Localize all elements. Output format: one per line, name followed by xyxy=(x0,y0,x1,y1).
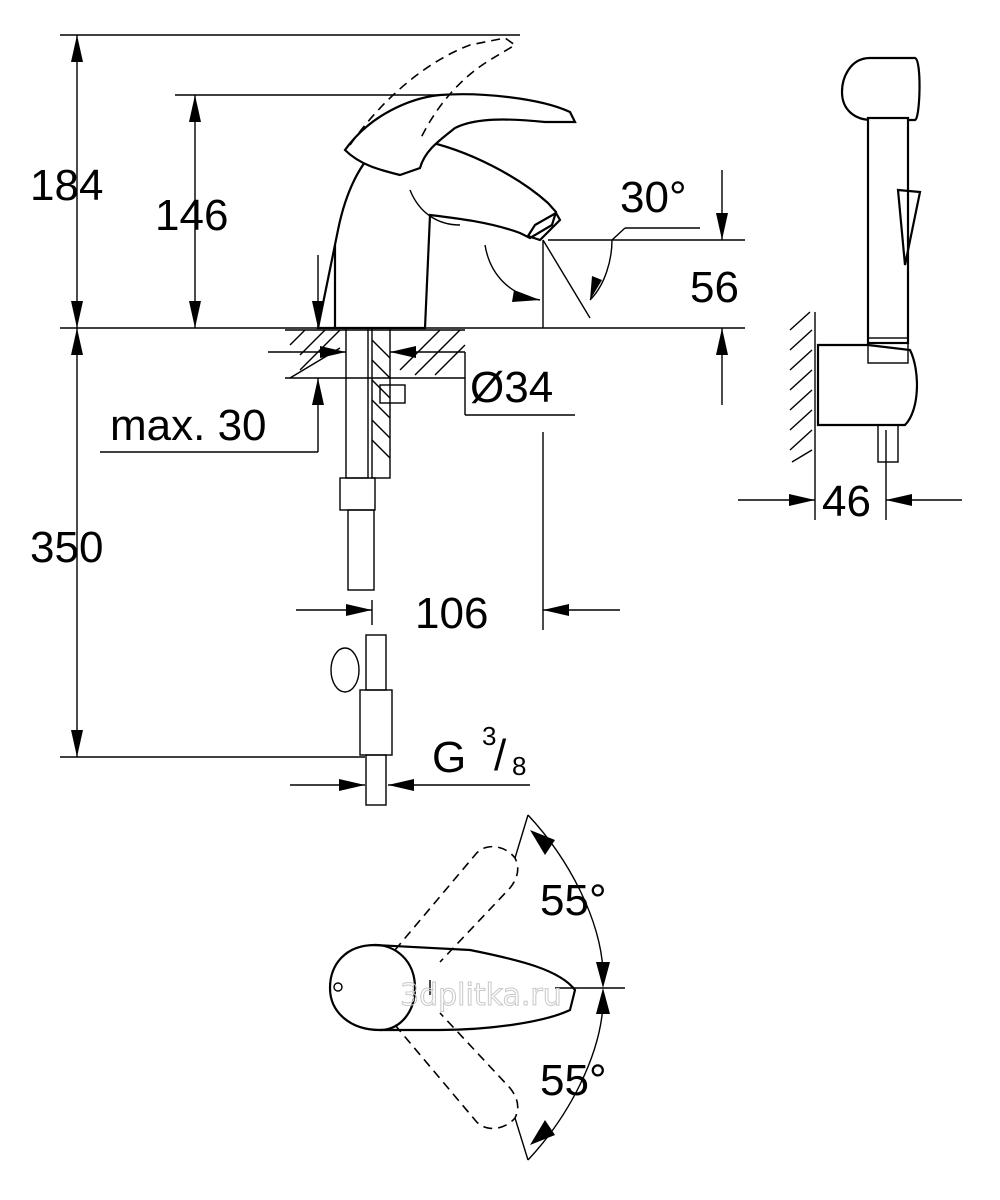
dim-46: 46 xyxy=(822,477,871,526)
dimension-lines xyxy=(60,34,745,791)
dim-thread-g: G xyxy=(432,733,466,782)
dim-184: 184 xyxy=(30,161,103,210)
deck-hatching xyxy=(285,329,466,379)
dim-55-degree-bottom: 55° xyxy=(540,1056,607,1105)
faucet-lever xyxy=(343,93,577,177)
lever-raised-position xyxy=(349,37,517,146)
supply-hoses xyxy=(330,327,406,806)
hand-shower-view xyxy=(738,56,962,520)
dim-106: 106 xyxy=(415,589,488,638)
dim-thread-denominator: 8 xyxy=(512,751,526,781)
dim-diameter-34: Ø34 xyxy=(470,363,553,412)
dim-55-degree-top: 55° xyxy=(540,876,607,925)
faucet-side-view xyxy=(60,37,745,806)
watermark: 3dplitka.ru xyxy=(400,978,562,1013)
dim-thread-numerator: 3 xyxy=(482,721,496,751)
dim-146: 146 xyxy=(155,191,228,240)
dim-max-30: max. 30 xyxy=(110,401,267,450)
dim-56: 56 xyxy=(690,263,739,312)
faucet-body xyxy=(316,138,558,330)
dim-30-degree: 30° xyxy=(620,173,687,222)
dim-350: 350 xyxy=(30,523,103,572)
dim-thread-slash: / xyxy=(494,731,507,780)
faucet-top-view xyxy=(328,814,625,1161)
